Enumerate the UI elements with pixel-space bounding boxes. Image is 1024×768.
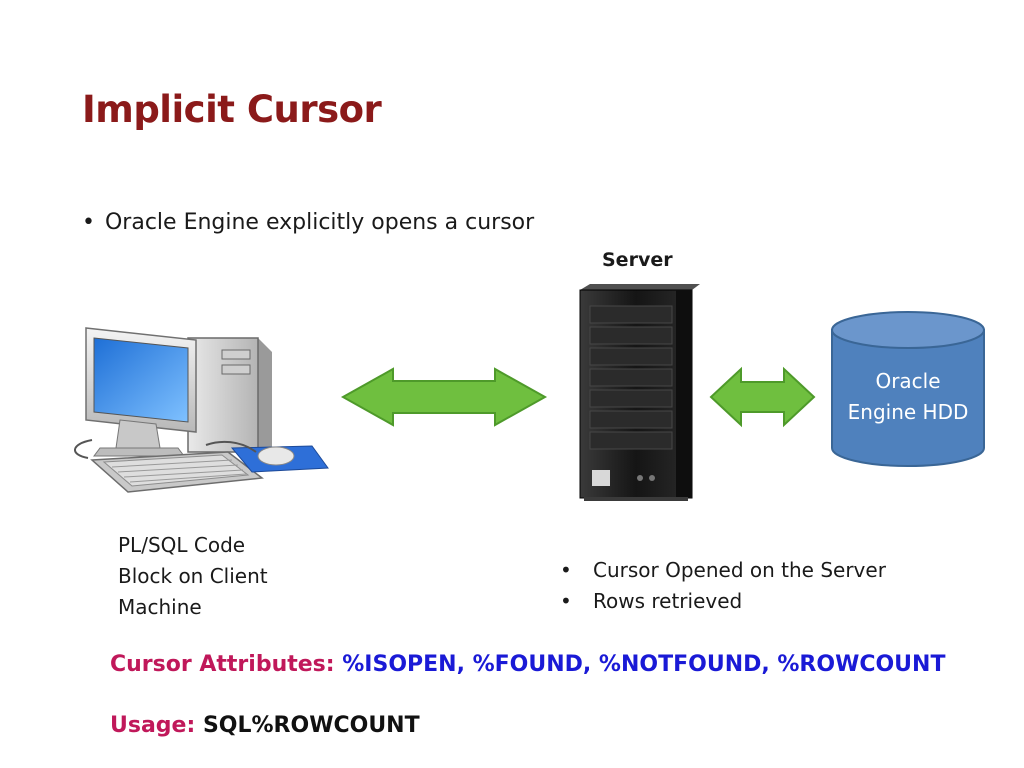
server-bullet-item: • Rows retrieved: [560, 586, 886, 617]
bullet-dot: •: [560, 589, 572, 613]
client-caption-line: Machine: [118, 595, 202, 619]
server-bullet-text: Cursor Opened on the Server: [593, 558, 886, 582]
oracle-hdd-cylinder: [831, 311, 985, 467]
server-hdd-double-arrow: [709, 366, 816, 428]
slide-title: Implicit Cursor: [82, 88, 382, 131]
bullet-dot: •: [560, 558, 572, 582]
server-bullet-item: • Cursor Opened on the Server: [560, 555, 886, 586]
server-label: Server: [602, 249, 673, 271]
cursor-attributes-label: Cursor Attributes:: [110, 652, 335, 677]
usage-label: Usage:: [110, 713, 196, 738]
client-server-double-arrow: [340, 367, 548, 427]
usage-line: Usage: SQL%ROWCOUNT: [110, 713, 420, 738]
cursor-attributes-line: Cursor Attributes: %ISOPEN, %FOUND, %NOT…: [110, 652, 945, 677]
hdd-label: Oracle Engine HDD: [832, 366, 984, 428]
bullet-dot: •: [82, 210, 95, 235]
usage-value: SQL%ROWCOUNT: [202, 713, 420, 738]
server-bullet-text: Rows retrieved: [593, 589, 743, 613]
client-computer-icon: [74, 327, 329, 493]
client-caption-line: Block on Client: [118, 564, 268, 588]
client-caption-line: PL/SQL Code: [118, 533, 246, 557]
main-bullet-text: Oracle Engine explicitly opens a cursor: [104, 210, 535, 235]
hdd-label-line1: Oracle: [875, 369, 941, 393]
client-caption: PL/SQL Code Block on Client Machine: [118, 530, 268, 623]
server-tower-icon: [579, 284, 700, 501]
cursor-attributes-value: %ISOPEN, %FOUND, %NOTFOUND, %ROWCOUNT: [342, 652, 946, 677]
hdd-label-line2: Engine HDD: [847, 400, 969, 424]
main-bullet: • Oracle Engine explicitly opens a cursor: [82, 210, 534, 235]
server-bullet-list: • Cursor Opened on the Server • Rows retri…: [560, 555, 886, 617]
